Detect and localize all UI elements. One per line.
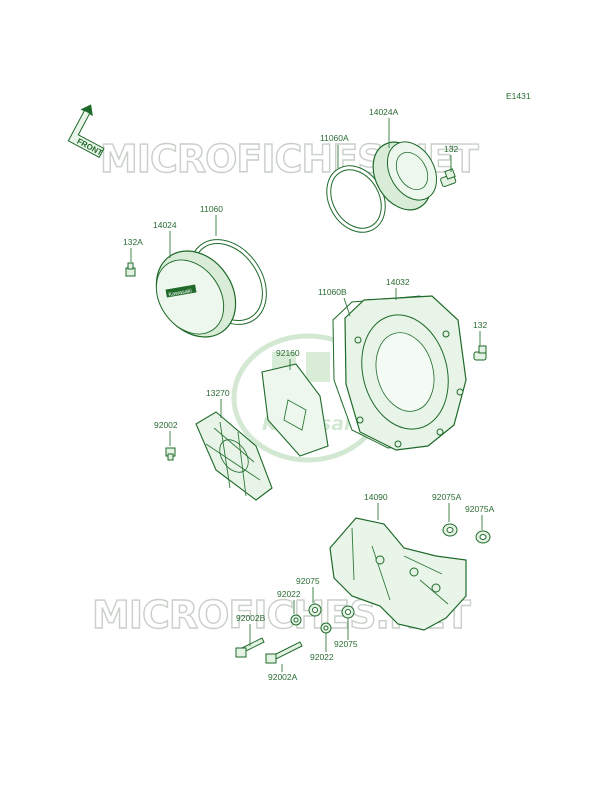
label-11060: 11060	[200, 204, 223, 214]
label-92002B: 92002B	[236, 613, 266, 623]
label-92160: 92160	[276, 348, 300, 358]
part-92075-washer-2	[341, 605, 355, 619]
part-13270-guard	[195, 411, 273, 501]
label-92075-1: 92075	[296, 576, 320, 586]
part-92002A-bolt	[265, 641, 303, 664]
part-14024A-cover	[372, 141, 438, 211]
label-14024A: 14024A	[369, 107, 399, 117]
label-14024: 14024	[153, 220, 177, 230]
label-11060A: 11060A	[320, 133, 349, 143]
label-132-mid: 132	[473, 320, 487, 330]
part-92022-washer-2	[320, 622, 332, 634]
label-132-top: 132	[444, 144, 458, 154]
label-92022-1: 92022	[277, 589, 301, 599]
part-92002B-bolt	[235, 637, 265, 658]
label-92075A-2: 92075A	[465, 504, 495, 514]
cover-badge: Kawasaki	[168, 288, 192, 298]
part-14090-cover	[329, 517, 467, 631]
label-14032: 14032	[386, 277, 410, 287]
part-132A-bolt	[125, 262, 136, 277]
part-14032-cover	[344, 295, 467, 451]
label-92075A-1: 92075A	[432, 492, 462, 502]
part-92075A-washer-1	[442, 523, 458, 537]
label-92002A: 92002A	[268, 672, 298, 682]
label-92002: 92002	[154, 420, 178, 430]
part-132-bolt-mid	[473, 345, 487, 361]
label-132A: 132A	[123, 237, 143, 247]
label-14090: 14090	[364, 492, 388, 502]
part-132-bolt-top	[440, 168, 457, 188]
part-92160-plate	[261, 363, 329, 457]
part-92075-washer-1	[308, 603, 322, 617]
label-11060B: 11060B	[318, 287, 347, 297]
part-92022-washer-1	[290, 614, 302, 626]
label-92075-2: 92075	[334, 639, 358, 649]
diagram-code: E1431	[506, 91, 531, 101]
part-14024-cover: Kawasaki	[155, 250, 237, 338]
part-92002-bolt	[165, 447, 176, 461]
part-92075A-washer-2	[475, 530, 491, 544]
label-13270: 13270	[206, 388, 230, 398]
label-92022-2: 92022	[310, 652, 334, 662]
